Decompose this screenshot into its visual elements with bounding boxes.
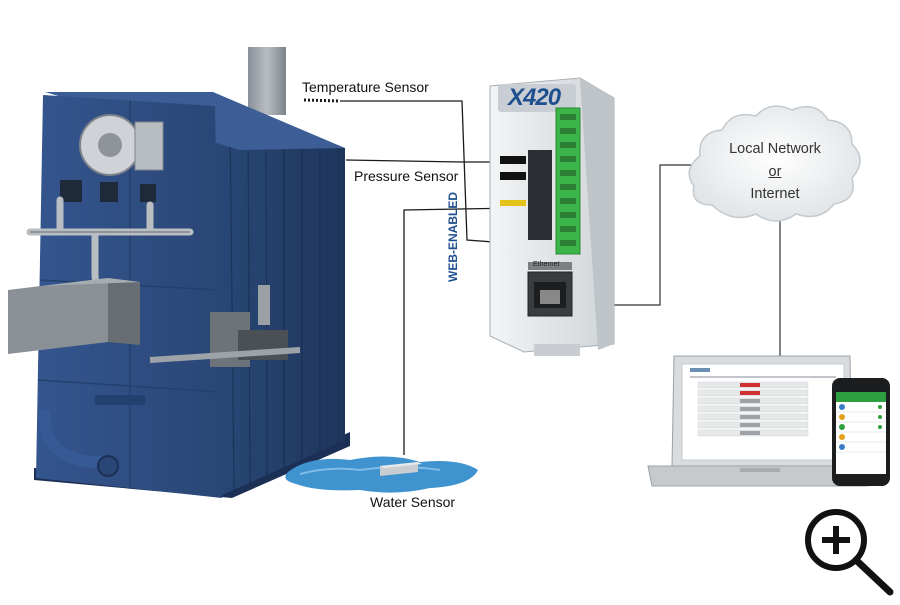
pressure-sensor-label: Pressure Sensor bbox=[354, 168, 459, 184]
ethernet-label: Ethernet bbox=[533, 261, 560, 268]
cloud-label-line2: or bbox=[768, 164, 782, 180]
boiler bbox=[8, 47, 350, 498]
web-enabled-label: WEB-ENABLED bbox=[446, 192, 460, 282]
network-cloud bbox=[688, 105, 861, 222]
boiler-chimney bbox=[248, 47, 286, 115]
zoom-in-icon[interactable] bbox=[805, 509, 894, 596]
cloud-label-line1: Local Network bbox=[729, 141, 821, 157]
water-sensor-device bbox=[380, 462, 422, 476]
control-box bbox=[8, 278, 108, 354]
x420-model-label: X420 bbox=[508, 84, 561, 111]
laptop bbox=[647, 355, 873, 487]
smartphone bbox=[832, 378, 890, 486]
water-sensor-label: Water Sensor bbox=[370, 494, 456, 510]
boiler-side-panel bbox=[213, 110, 345, 496]
cloud-label-line3: Internet bbox=[750, 186, 800, 202]
temperature-sensor-label: Temperature Sensor bbox=[302, 79, 429, 95]
x420-controller bbox=[489, 77, 615, 356]
